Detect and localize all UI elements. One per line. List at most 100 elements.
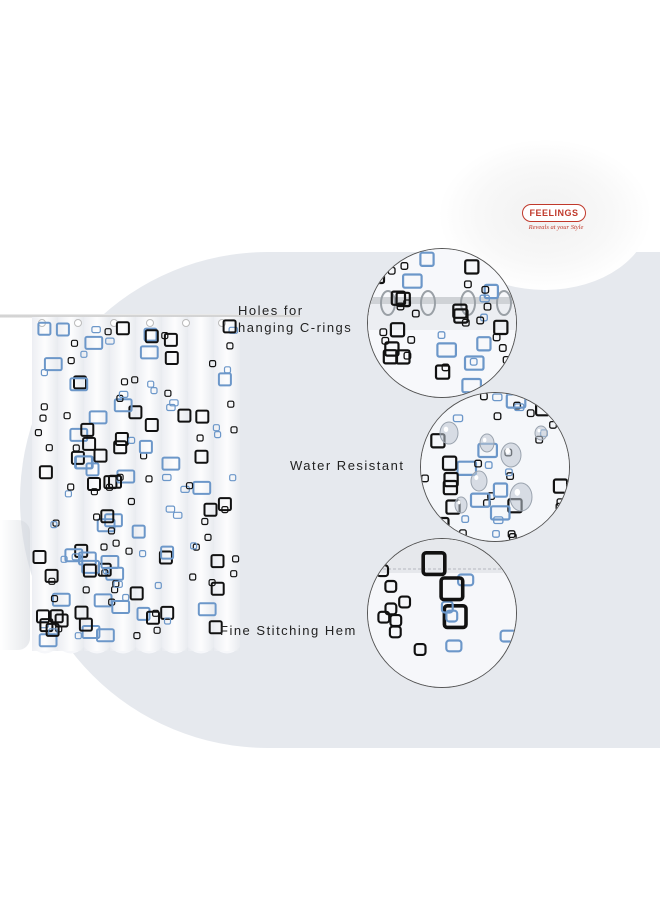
detail-square bbox=[456, 460, 478, 476]
detail-square bbox=[441, 455, 458, 471]
pattern-square bbox=[82, 436, 97, 451]
pattern-square bbox=[108, 474, 122, 489]
pattern-square bbox=[163, 332, 178, 347]
shower-curtain-image bbox=[32, 317, 240, 660]
detail-square bbox=[479, 294, 490, 303]
detail-square bbox=[440, 600, 454, 614]
pattern-square bbox=[232, 555, 240, 563]
droplet-highlight bbox=[514, 488, 521, 496]
ring-hole bbox=[146, 319, 154, 327]
pattern-square bbox=[70, 450, 85, 465]
brand-logo: FEELINGS Reveals at your Style bbox=[512, 200, 598, 240]
pattern-square bbox=[87, 477, 101, 491]
pattern-square bbox=[93, 448, 108, 463]
pattern-square bbox=[50, 521, 58, 529]
pattern-square bbox=[34, 428, 43, 437]
pattern-square bbox=[204, 533, 212, 541]
pattern-square bbox=[210, 554, 225, 569]
water-droplet bbox=[454, 496, 468, 514]
detail-square bbox=[421, 551, 447, 577]
detail-square bbox=[513, 401, 522, 410]
pattern-square bbox=[80, 422, 95, 437]
pattern-square bbox=[64, 548, 84, 563]
feature-label-holes-line1: Holes for bbox=[238, 303, 304, 318]
pattern-square bbox=[74, 605, 89, 620]
pattern-square bbox=[131, 376, 139, 384]
pattern-square bbox=[38, 465, 53, 480]
pattern-square bbox=[112, 539, 120, 547]
pattern-square bbox=[138, 439, 153, 454]
feature-label-water: Water Resistant bbox=[290, 458, 405, 473]
brand-tagline: Reveals at your Style bbox=[528, 224, 584, 231]
water-droplet bbox=[509, 482, 533, 512]
pattern-square bbox=[113, 580, 123, 588]
detail-square bbox=[401, 273, 423, 289]
pattern-square bbox=[39, 414, 47, 422]
detail-square bbox=[504, 468, 513, 477]
detail-square bbox=[492, 529, 500, 538]
c-ring bbox=[496, 290, 512, 316]
pattern-square bbox=[45, 622, 60, 637]
pattern-square bbox=[227, 400, 235, 408]
pattern-square bbox=[51, 592, 71, 607]
detail-square bbox=[461, 515, 470, 524]
pattern-square bbox=[105, 483, 114, 491]
pattern-square bbox=[36, 609, 50, 624]
pattern-square bbox=[144, 329, 159, 344]
pattern-square bbox=[102, 567, 111, 575]
pattern-square bbox=[147, 380, 155, 388]
pattern-square bbox=[44, 568, 59, 583]
detail-square bbox=[493, 412, 502, 421]
detail-square bbox=[481, 285, 490, 294]
pattern-square bbox=[172, 511, 183, 519]
pattern-square bbox=[161, 456, 181, 471]
pattern-square bbox=[114, 432, 129, 446]
droplet-highlight bbox=[482, 437, 487, 443]
pattern-square bbox=[100, 555, 120, 569]
detail-square bbox=[403, 351, 412, 360]
pattern-square bbox=[194, 449, 209, 464]
detail-square bbox=[492, 482, 509, 498]
pattern-square bbox=[138, 550, 147, 558]
pattern-square bbox=[90, 488, 99, 496]
detail-square bbox=[384, 341, 400, 357]
detail-square bbox=[464, 259, 480, 275]
detail-square bbox=[398, 595, 412, 609]
pattern-square bbox=[195, 409, 210, 424]
pattern-square bbox=[153, 626, 161, 634]
detail-square bbox=[498, 344, 507, 352]
pattern-square bbox=[125, 547, 133, 555]
detail-rod bbox=[368, 297, 516, 304]
ring-hole bbox=[74, 319, 82, 327]
pattern-square bbox=[38, 633, 58, 648]
curtain-rod bbox=[0, 314, 300, 318]
pattern-square bbox=[72, 444, 80, 452]
pattern-square bbox=[164, 389, 172, 397]
pattern-square bbox=[131, 524, 146, 539]
pattern-square bbox=[45, 444, 53, 452]
detail-square bbox=[453, 308, 469, 324]
pattern-square bbox=[105, 337, 115, 345]
droplet-highlight bbox=[474, 475, 479, 481]
pattern-square bbox=[154, 581, 162, 590]
pattern-square bbox=[74, 543, 89, 558]
pattern-square bbox=[217, 372, 232, 387]
detail-square bbox=[407, 335, 416, 344]
detail-square bbox=[445, 639, 463, 653]
pattern-square bbox=[217, 497, 232, 512]
detail-square bbox=[457, 573, 475, 587]
detail-square bbox=[442, 604, 468, 630]
water-droplet bbox=[534, 425, 548, 441]
detail-square bbox=[413, 643, 427, 656]
curtain-fold bbox=[136, 317, 162, 651]
pattern-square bbox=[67, 356, 75, 365]
pattern-square bbox=[52, 519, 60, 527]
curtain-fold bbox=[162, 317, 188, 651]
pattern-square bbox=[82, 586, 90, 594]
pattern-square bbox=[177, 408, 192, 423]
pattern-square bbox=[127, 497, 136, 506]
detail-square bbox=[437, 331, 446, 340]
pattern-square bbox=[209, 359, 217, 368]
pattern-square bbox=[80, 350, 88, 358]
droplet-highlight bbox=[505, 448, 511, 454]
